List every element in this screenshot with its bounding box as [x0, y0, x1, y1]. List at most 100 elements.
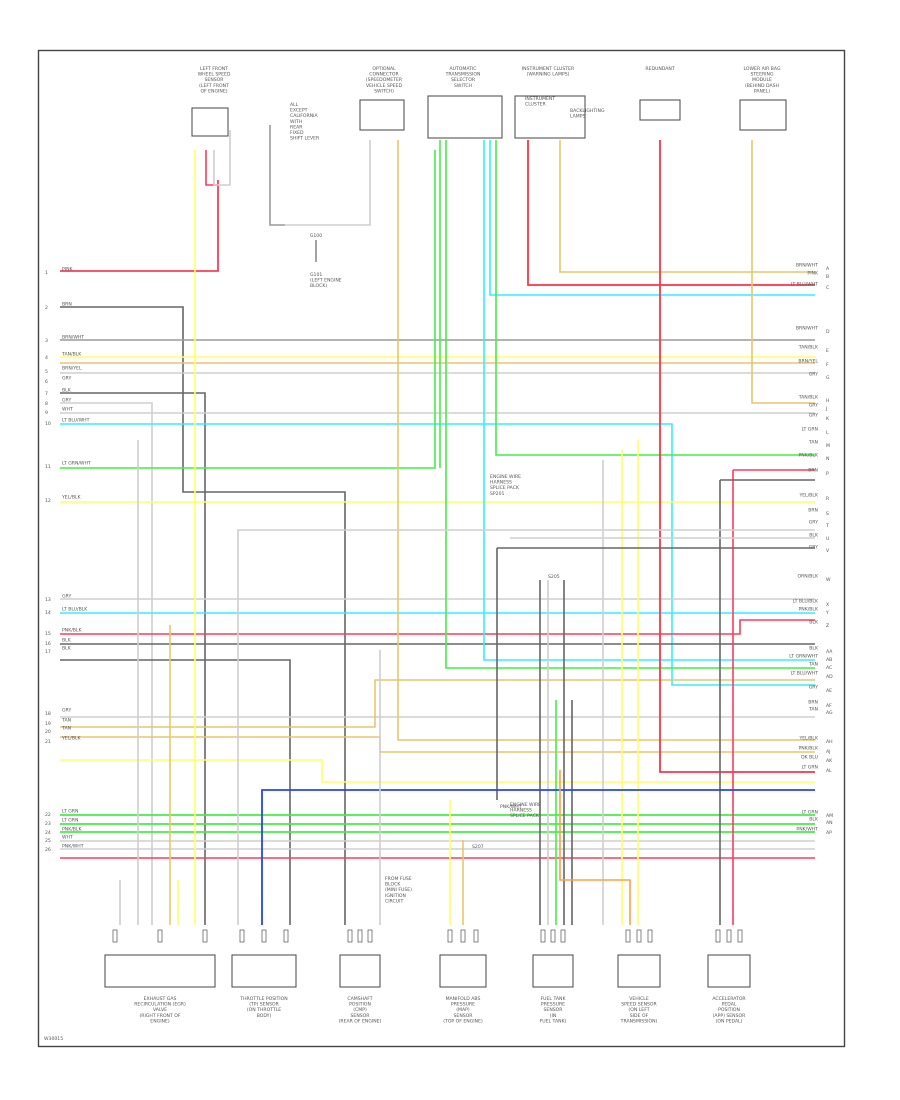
ground-label: G100 — [310, 233, 322, 239]
right-pin-letter: AB — [826, 657, 832, 663]
right-pin-letter: AN — [826, 820, 833, 826]
right-pin-letter: AM — [826, 813, 833, 819]
right-wire-label: TAN/BLK — [798, 395, 819, 401]
left-wire-label: LT GRN — [62, 818, 78, 824]
left-pin-number: 8 — [45, 401, 48, 407]
right-pin-letter: T — [825, 523, 829, 529]
left-pin-number: 21 — [45, 739, 51, 745]
right-pin-letter: A — [826, 266, 830, 272]
wire-dkblu-x16 — [261, 789, 815, 925]
bottom-component-box — [339, 954, 381, 988]
wire-sw-1 — [269, 125, 285, 226]
wire-c6-tan — [751, 140, 815, 404]
right-pin-letter: AE — [826, 688, 832, 694]
wire-blk-17 — [60, 659, 291, 925]
top-component-box — [191, 107, 229, 137]
right-pin-letter: AG — [826, 710, 833, 716]
right-wire-label: GRY — [809, 545, 818, 551]
right-wire-label: BRN — [808, 508, 818, 514]
left-wire-label: WHT — [62, 407, 73, 413]
mid-label: S207 — [472, 844, 484, 850]
left-wire-label: BRN/YEL — [62, 366, 82, 372]
right-pin-letter: B — [826, 274, 829, 280]
bottom-component-box — [532, 954, 574, 988]
right-pin-letter: E — [826, 348, 829, 354]
right-wire-label: GRY — [809, 685, 818, 691]
right-pin-letter: W — [826, 577, 831, 583]
left-wire-label: BLK — [62, 388, 72, 394]
left-pin-number: 10 — [45, 421, 51, 427]
right-pin-letter: P — [826, 471, 829, 477]
right-pin-letter: U — [826, 536, 829, 542]
wire-c1-gry — [213, 130, 231, 186]
footer-code: W30015 — [44, 1036, 63, 1042]
right-pin-letter: AF — [826, 703, 832, 709]
connector-pin — [460, 929, 466, 943]
connector-pin — [283, 929, 289, 943]
wire-orn-x22 — [559, 770, 631, 925]
bottom-component-box — [439, 954, 487, 988]
right-wire-label: LT BLU/WHT — [791, 671, 819, 677]
left-wire-label: TAN — [61, 726, 71, 732]
left-wire-label: PNK/BLK — [62, 628, 82, 634]
bottom-component-box — [104, 954, 216, 988]
top-component-box — [739, 99, 787, 131]
left-pin-number: 20 — [45, 729, 51, 735]
connector-pin — [715, 929, 721, 943]
top-component-box — [359, 99, 405, 131]
left-pin-number: 6 — [45, 379, 48, 385]
connector-pin — [447, 929, 453, 943]
left-wire-label: LT GRN/WHT — [62, 461, 91, 467]
wire-c3-grn3 — [495, 140, 815, 456]
right-pin-letter: N — [826, 456, 829, 462]
right-pin-letter: J — [825, 406, 827, 412]
left-pin-number: 23 — [45, 821, 51, 827]
connector-pin — [550, 929, 556, 943]
wire-tan-19 — [60, 679, 815, 728]
wire-c3-blu1 — [483, 140, 815, 661]
right-pin-letter: AP — [826, 830, 832, 836]
right-wire-label: YEL/BLK — [798, 493, 819, 499]
left-wire-label: PNK/WHT — [62, 844, 84, 850]
wire-ltblu-10 — [60, 423, 815, 686]
wire-c3-blu2 — [489, 140, 815, 296]
connector-pin — [112, 929, 118, 943]
left-pin-number: 22 — [45, 812, 51, 818]
left-wire-label: PNK/BLK — [62, 827, 82, 833]
top-component-box — [514, 95, 586, 139]
left-wire-label: GRY — [62, 376, 71, 382]
right-pin-letter: AD — [826, 674, 833, 680]
right-pin-letter: K — [826, 416, 830, 422]
left-wire-label: YEL/BLK — [61, 495, 82, 501]
right-wire-label: BRN/YEL — [798, 359, 818, 365]
wires-layer — [60, 125, 815, 925]
right-pin-letter: AL — [826, 768, 832, 774]
right-pin-letter: AH — [826, 739, 833, 745]
connector-pin — [540, 929, 546, 943]
right-pin-letter: Y — [825, 610, 829, 616]
wire-c2-tan — [397, 140, 815, 741]
left-wire-label: GRY — [62, 594, 71, 600]
right-wire-label: LT BLU/WHT — [791, 282, 819, 288]
left-wire-label: LT BLU/WHT — [62, 418, 90, 424]
connector-pin — [636, 929, 642, 943]
connector-pin — [726, 929, 732, 943]
wire-c3-grn2 — [445, 140, 815, 669]
bottom-component-box — [231, 954, 297, 988]
right-wire-label: LT GRN — [802, 810, 818, 816]
right-wire-label: LT GRN — [802, 765, 818, 771]
right-pin-letter: AA — [826, 649, 833, 655]
right-pin-letter: F — [826, 362, 829, 368]
left-wire-label: BLK — [62, 638, 72, 644]
right-wire-label: TAN/BLK — [798, 345, 819, 351]
components-layer — [104, 95, 787, 988]
